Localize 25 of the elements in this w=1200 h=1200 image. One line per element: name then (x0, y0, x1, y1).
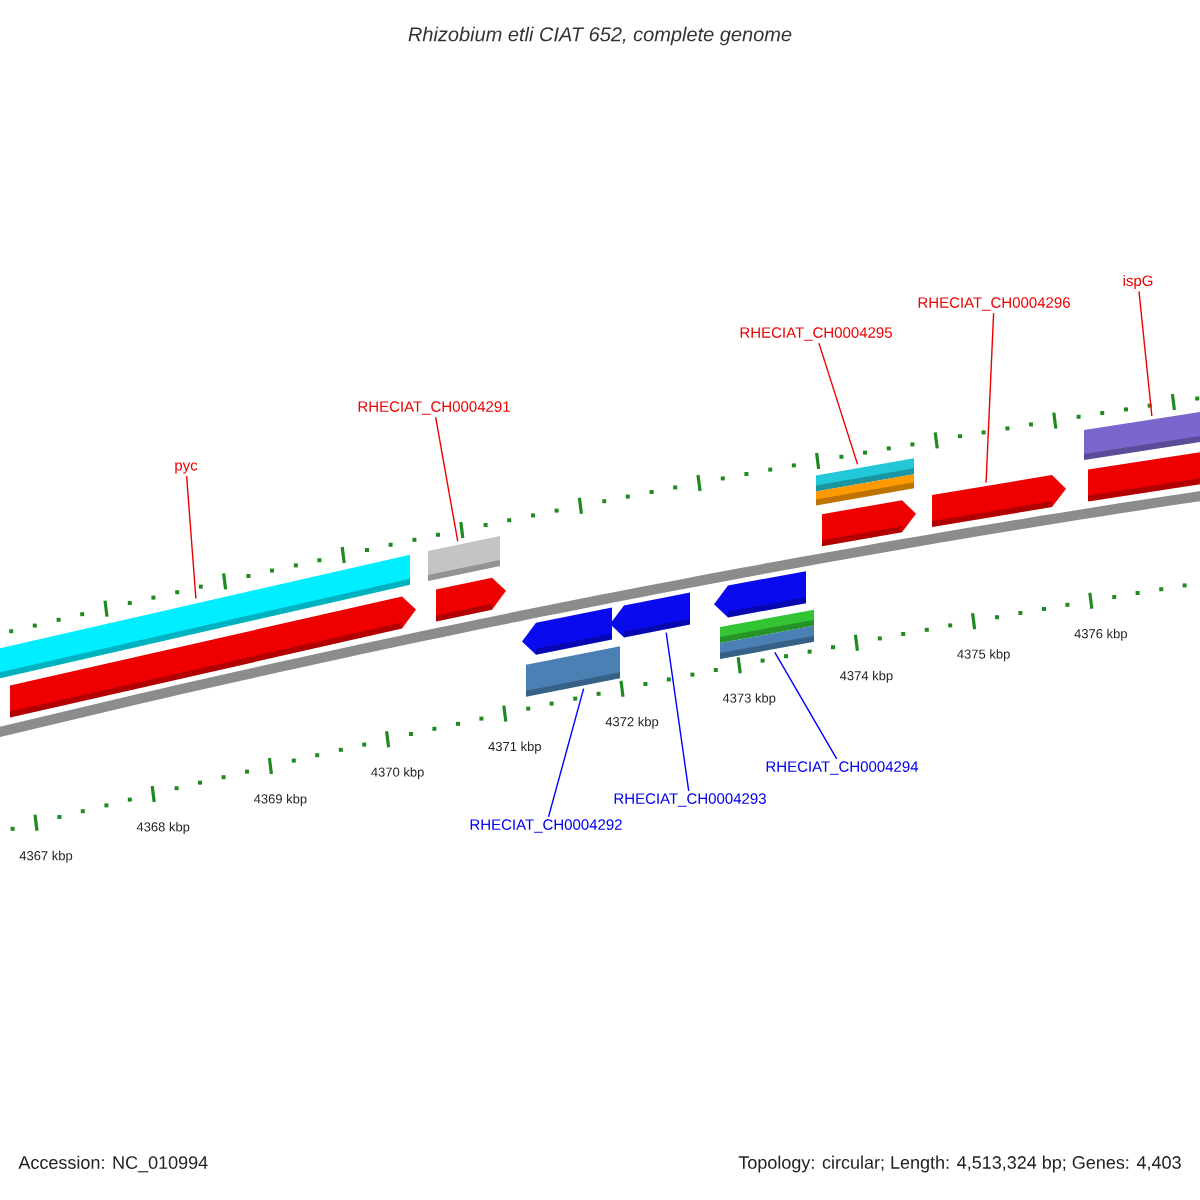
gene-feature (610, 592, 690, 638)
feature-bar (816, 458, 914, 506)
leader-line (774, 651, 838, 760)
feature-bar (720, 609, 814, 659)
leader-line (434, 416, 459, 543)
leader-line (1138, 290, 1153, 417)
gene-feature (436, 577, 506, 622)
gene-feature (932, 475, 1066, 527)
title: Rhizobium etli CIAT 652, complete genome (408, 26, 792, 46)
leader-line (185, 475, 197, 600)
leader-line (985, 312, 995, 484)
leader-line (818, 342, 859, 466)
gene-feature (10, 596, 416, 718)
footer-text: Accession: NC_010994 (18, 1155, 208, 1173)
feature-bar (526, 646, 620, 697)
gene-feature (1088, 446, 1200, 502)
gene-feature (522, 607, 612, 655)
feature-bar (0, 554, 410, 681)
feature-bar (1084, 408, 1200, 460)
leader-line (665, 631, 690, 792)
gene-feature (822, 500, 916, 547)
footer-text: Topology: circular; Length: 4,513,324 bp; Genes: 4,403 (738, 1155, 1181, 1173)
leader-line (547, 687, 585, 818)
feature-bar (428, 536, 500, 581)
gene-feature (714, 571, 806, 618)
